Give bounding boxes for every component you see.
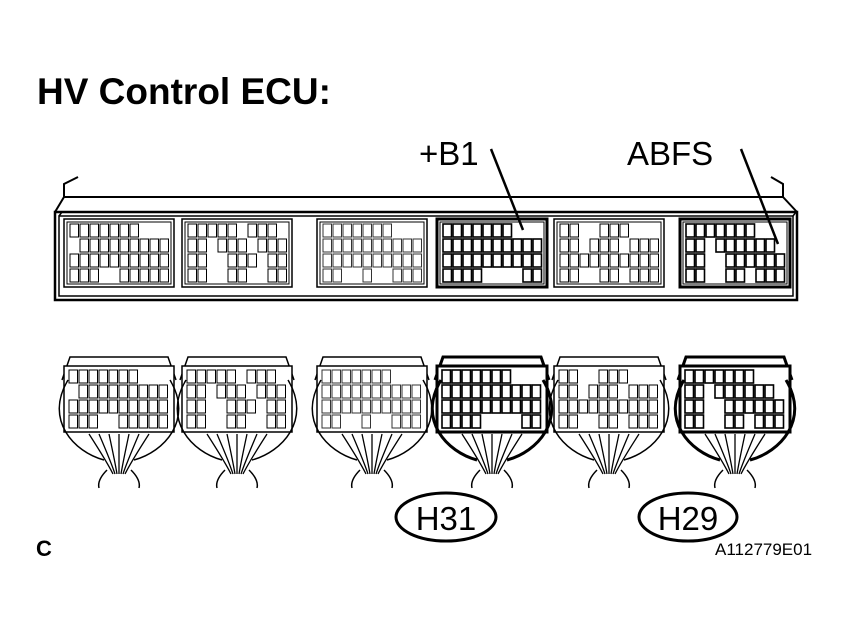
ecu-socket (181, 218, 293, 288)
ecu-socket (63, 218, 175, 288)
corner-letter: C (36, 536, 52, 561)
harness-plug (176, 356, 298, 489)
callout-oval-h29 (637, 491, 739, 543)
leader-line-b1 (489, 148, 525, 231)
connector-label-h31: H31 (416, 500, 477, 537)
ecu-socket-row (63, 217, 792, 289)
figure-code: A112779E01 (715, 540, 812, 559)
diagram-title: HV Control ECU: (37, 71, 331, 112)
ecu-body (53, 176, 799, 302)
harness-plug (673, 355, 797, 489)
pin-label-abfs: ABFS (627, 135, 713, 172)
ecu-socket (435, 217, 549, 289)
leader-lines (489, 148, 780, 245)
harness-plug (311, 356, 433, 489)
leader-line-abfs (739, 148, 780, 245)
connector-callout-h29: H29 (637, 491, 739, 543)
callout-oval-h31 (394, 491, 498, 543)
ecu-socket (553, 218, 665, 288)
harness-plug (430, 355, 554, 489)
ecu-socket (316, 218, 428, 288)
harness-plug-row (58, 355, 797, 489)
connector-callout-h31: H31 (394, 491, 498, 543)
harness-plug (58, 356, 180, 489)
pin-label-b1: +B1 (419, 135, 479, 172)
harness-plug (548, 356, 670, 489)
connector-label-h29: H29 (658, 500, 719, 537)
